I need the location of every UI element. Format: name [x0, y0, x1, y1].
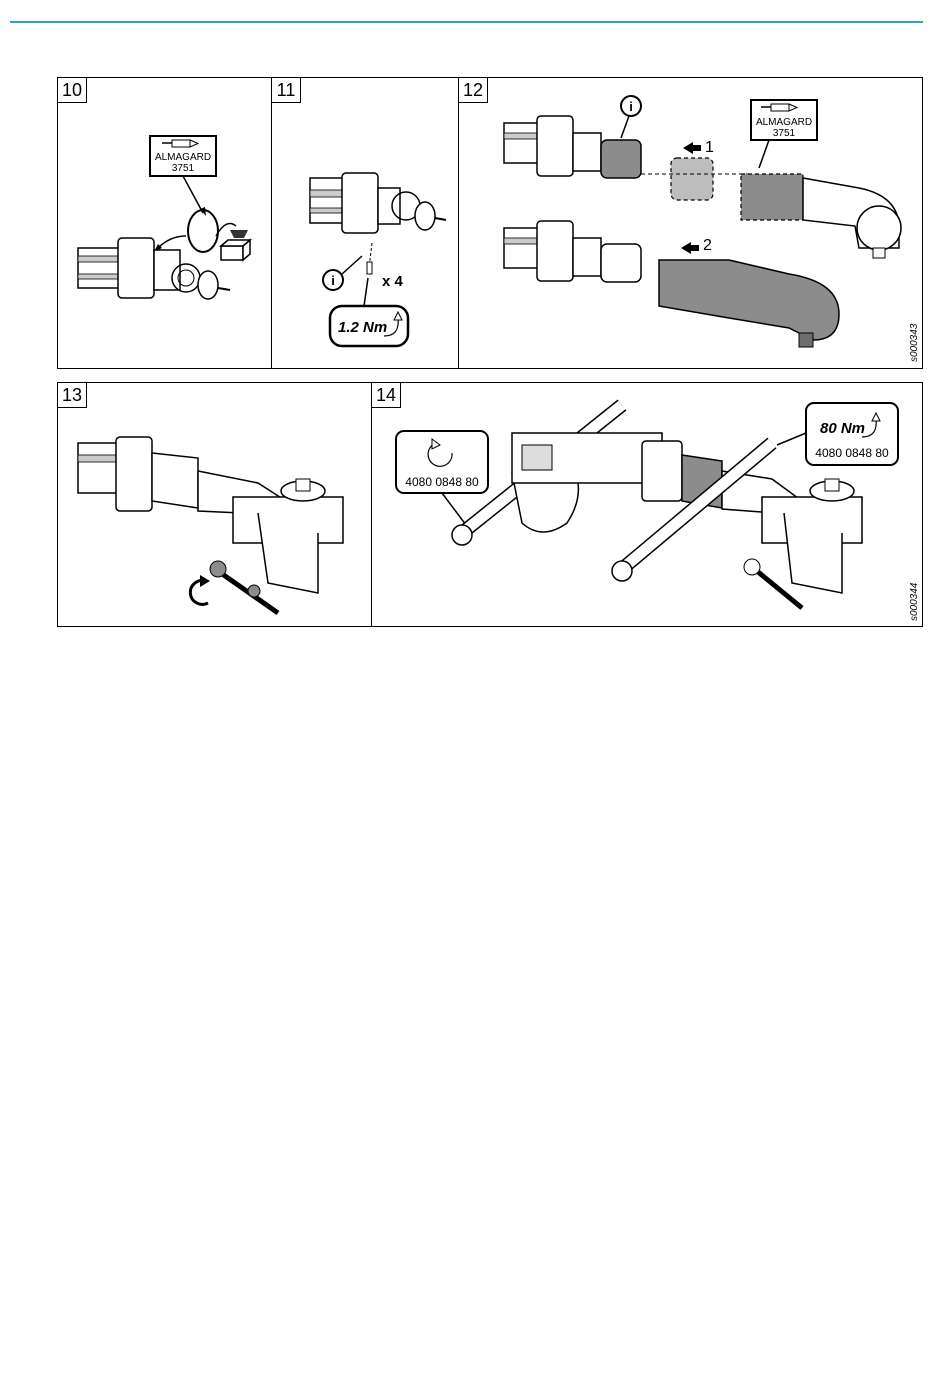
- rotate-arrow-icon: [190, 575, 210, 604]
- step-12-panel: 12 i 1 ALMAGARD: [459, 78, 922, 368]
- figure-row-2: 13 14: [57, 382, 923, 627]
- grease-code: 3751: [773, 128, 796, 139]
- figure-code: s000343: [909, 324, 920, 362]
- discard-box-icon: [216, 224, 250, 260]
- step-10-illustration: ALMAGARD 3751: [58, 78, 271, 368]
- step-number: 12: [459, 78, 488, 103]
- step-13-panel: 13: [58, 383, 372, 626]
- step-11-illustration: i x 4 1.2 Nm: [272, 78, 458, 368]
- step-number: 13: [58, 383, 87, 408]
- grease-name: ALMAGARD: [756, 117, 812, 128]
- arrow-1-label: 1: [705, 139, 714, 156]
- svg-text:i: i: [331, 273, 335, 288]
- grease-code: 3751: [172, 163, 195, 174]
- grease-name: ALMAGARD: [155, 152, 211, 163]
- step-12-illustration: i 1 ALMAGARD 3751: [459, 78, 922, 368]
- info-icon: i: [621, 96, 641, 116]
- step-10-panel: 10 ALMAGARD 3751: [58, 78, 272, 368]
- step-number: 11: [272, 78, 301, 103]
- figure-row-1: 10 ALMAGARD 3751: [57, 77, 923, 369]
- tool-number-left: 4080 0848 80: [405, 475, 479, 489]
- step-number: 14: [372, 383, 401, 408]
- step-11-panel: 11 i x 4 1.2 Nm: [272, 78, 459, 368]
- o-ring-icon: [188, 210, 218, 252]
- torque-value: 80 Nm: [820, 420, 865, 437]
- step-14-panel: 14 4080 0848 80: [372, 383, 922, 626]
- step-number: 10: [58, 78, 87, 103]
- info-icon: i: [323, 270, 343, 290]
- quantity-label: x 4: [382, 273, 404, 290]
- tool-number-right: 4080 0848 80: [815, 446, 889, 460]
- step-14-illustration: 4080 0848 80 80 Nm: [372, 383, 922, 626]
- header-rule: [10, 21, 923, 23]
- figure-code: s000344: [909, 583, 920, 621]
- torque-value: 1.2 Nm: [338, 319, 387, 336]
- step-13-illustration: [58, 383, 371, 626]
- arrow-2-label: 2: [703, 237, 712, 254]
- svg-text:i: i: [629, 99, 633, 114]
